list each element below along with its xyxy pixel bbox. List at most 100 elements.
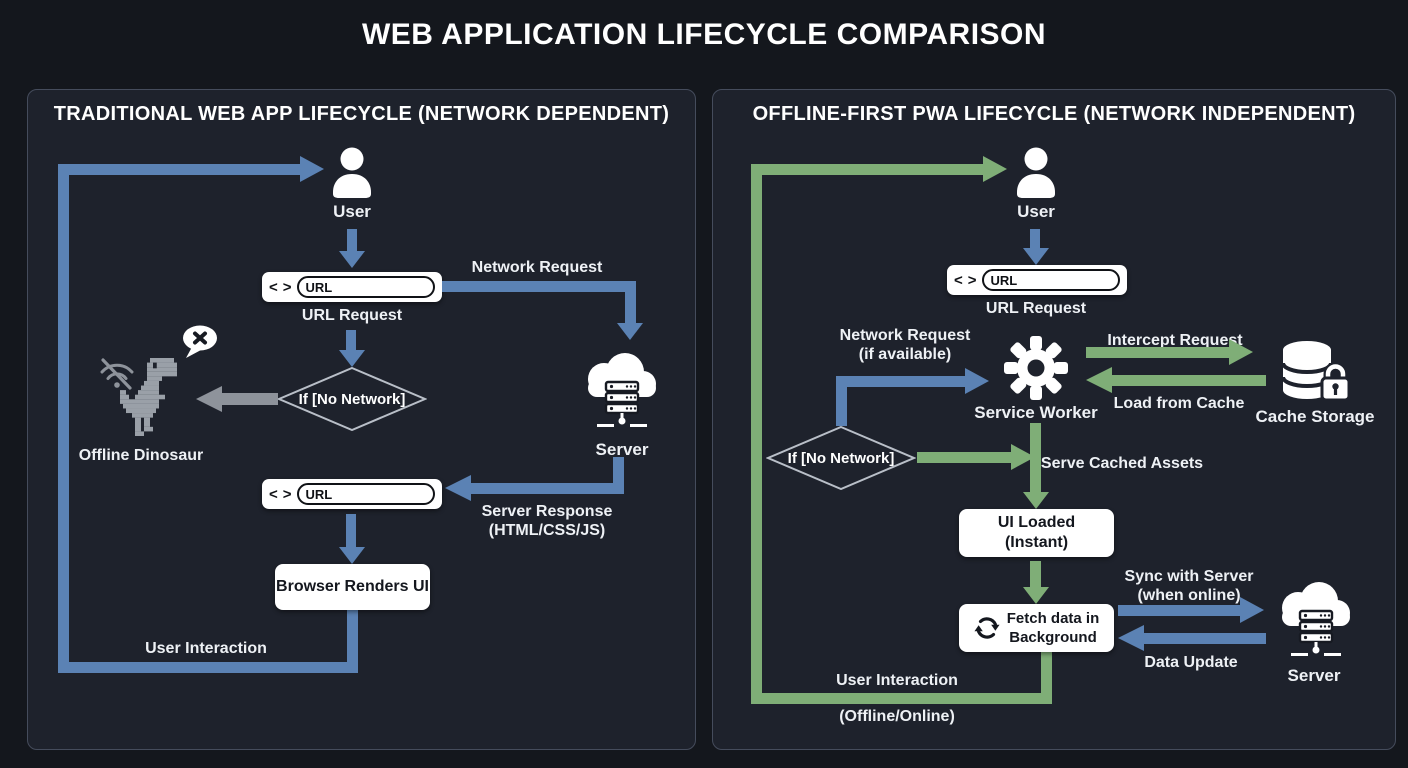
server-response-line2: (HTML/CSS/JS)	[488, 522, 606, 539]
url-input-2: URL	[296, 483, 435, 505]
loop-line-bottom	[751, 693, 1052, 704]
serve-cached-assets-label: Serve Cached Assets	[1040, 455, 1204, 472]
loop-line-from-box	[347, 610, 358, 673]
network-request-label: Network Request	[471, 259, 603, 276]
fetch-background-box: Fetch data in Background	[959, 604, 1114, 652]
forward-chevron-icon: >	[282, 278, 292, 296]
fetch-line2: Background	[1009, 629, 1097, 646]
ui-loaded-line1: UI Loaded	[997, 514, 1076, 531]
loop-line-top	[751, 164, 983, 175]
server-icon	[1282, 582, 1350, 656]
arrow-to-dinosaur	[218, 393, 278, 405]
arrow-to-render-box	[346, 514, 356, 547]
arrow-into-user	[983, 156, 1007, 182]
left-panel-title: TRADITIONAL WEB APP LIFECYCLE (NETWORK D…	[53, 103, 670, 125]
network-request-line2: (if available)	[858, 346, 952, 363]
load-from-cache-label: Load from Cache	[1113, 395, 1245, 412]
back-chevron-icon: <	[269, 278, 278, 296]
arrow-sync-right	[1118, 605, 1240, 616]
arrow-user-to-urlbar-head	[1023, 248, 1049, 265]
browser-url-bar: < > URL	[262, 272, 442, 302]
forward-chevron-icon: >	[282, 485, 292, 503]
arrow-ui-to-fetch	[1030, 561, 1041, 587]
user-icon	[1017, 147, 1055, 198]
url-request-label: URL Request	[301, 307, 403, 324]
right-panel-title: OFFLINE-FIRST PWA LIFECYCLE (NETWORK IND…	[752, 103, 1356, 125]
arrow-network-head	[965, 368, 989, 394]
arrow-network-h	[836, 376, 965, 387]
sync-with-server-label: Sync with Server (when online)	[1089, 567, 1289, 605]
arrow-response-h	[471, 483, 624, 494]
arrow-load-cache	[1112, 375, 1266, 386]
browser-url-bar-2: < > URL	[262, 479, 442, 509]
decision-label: If [No Network]	[298, 390, 406, 408]
ui-loaded-box: UI Loaded (Instant)	[959, 509, 1114, 557]
arrow-response-head	[445, 475, 471, 501]
server-icon	[588, 353, 656, 427]
decision-label: If [No Network]	[787, 449, 895, 467]
arrow-user-to-urlbar-head	[339, 251, 365, 268]
arrow-sw-to-ui-head	[1023, 492, 1049, 509]
loop-line-top	[58, 164, 300, 175]
arrow-ui-to-fetch-head	[1023, 587, 1049, 604]
arrow-network-v	[836, 376, 847, 426]
arrow-to-decision-head	[339, 350, 365, 367]
back-chevron-icon: <	[954, 271, 963, 289]
arrow-decision-right	[917, 452, 1011, 463]
intercept-request-label: Intercept Request	[1107, 332, 1243, 349]
arrow-user-to-urlbar	[347, 229, 357, 251]
browser-renders-ui-box: Browser Renders UI	[275, 564, 430, 610]
sync-line2: (when online)	[1137, 587, 1241, 604]
loop-line-vertical	[58, 164, 69, 673]
arrow-sw-to-ui	[1030, 423, 1041, 492]
user-interaction-label: User Interaction	[145, 640, 267, 657]
user-label: User	[1017, 202, 1055, 221]
url-request-label: URL Request	[985, 300, 1087, 317]
user-icon	[333, 147, 371, 198]
arrow-network-request-head	[617, 323, 643, 340]
arrow-into-user	[300, 156, 324, 182]
arrow-intercept-head	[1229, 339, 1253, 365]
arrow-to-decision	[346, 330, 356, 350]
decision-no-network: If [No Network]	[276, 366, 428, 432]
data-update-label: Data Update	[1144, 654, 1238, 671]
page-title: WEB APPLICATION LIFECYCLE COMPARISON	[361, 18, 1047, 51]
error-speech-bubble-icon	[183, 325, 217, 358]
arrow-data-update-head	[1118, 625, 1144, 651]
server-label: Server	[1287, 666, 1341, 685]
arrow-network-request-v	[625, 281, 636, 323]
ui-loaded-line2: (Instant)	[1004, 534, 1069, 551]
network-request-line1: Network Request	[839, 327, 971, 344]
pwa-lifecycle-panel: OFFLINE-FIRST PWA LIFECYCLE (NETWORK IND…	[712, 89, 1396, 750]
arrow-response-v	[613, 457, 624, 494]
back-chevron-icon: <	[269, 485, 278, 503]
sync-icon	[974, 617, 1000, 639]
loop-line-bottom	[58, 662, 358, 673]
server-label: Server	[595, 440, 649, 459]
server-response-line1: Server Response	[481, 503, 613, 520]
arrow-data-update	[1144, 633, 1266, 644]
offline-dinosaur-label: Offline Dinosaur	[78, 447, 204, 464]
url-input: URL	[981, 269, 1120, 291]
fetch-line1: Fetch data in	[1006, 610, 1100, 627]
offline-dinosaur-icon	[120, 358, 177, 436]
arrow-to-render-box-head	[339, 547, 365, 564]
server-response-label: Server Response (HTML/CSS/JS)	[447, 502, 647, 540]
arrow-network-request-h	[442, 281, 636, 292]
decision-no-network: If [No Network]	[765, 425, 917, 491]
service-worker-label: Service Worker	[974, 403, 1098, 422]
user-interaction-label: User Interaction	[836, 672, 958, 689]
offline-online-label: (Offline/Online)	[839, 708, 955, 725]
loop-line-vertical	[751, 164, 762, 704]
forward-chevron-icon: >	[967, 271, 977, 289]
arrow-to-dinosaur-head	[196, 386, 222, 412]
sync-line1: Sync with Server	[1124, 568, 1254, 585]
browser-url-bar: < > URL	[947, 265, 1127, 295]
arrow-sync-right-head	[1240, 597, 1264, 623]
user-label: User	[333, 202, 371, 221]
url-input: URL	[296, 276, 435, 298]
arrow-load-cache-head	[1086, 367, 1112, 393]
arrow-user-to-urlbar	[1030, 229, 1040, 248]
loop-line-from-box	[1041, 652, 1052, 693]
service-worker-gear-icon	[1004, 336, 1068, 400]
